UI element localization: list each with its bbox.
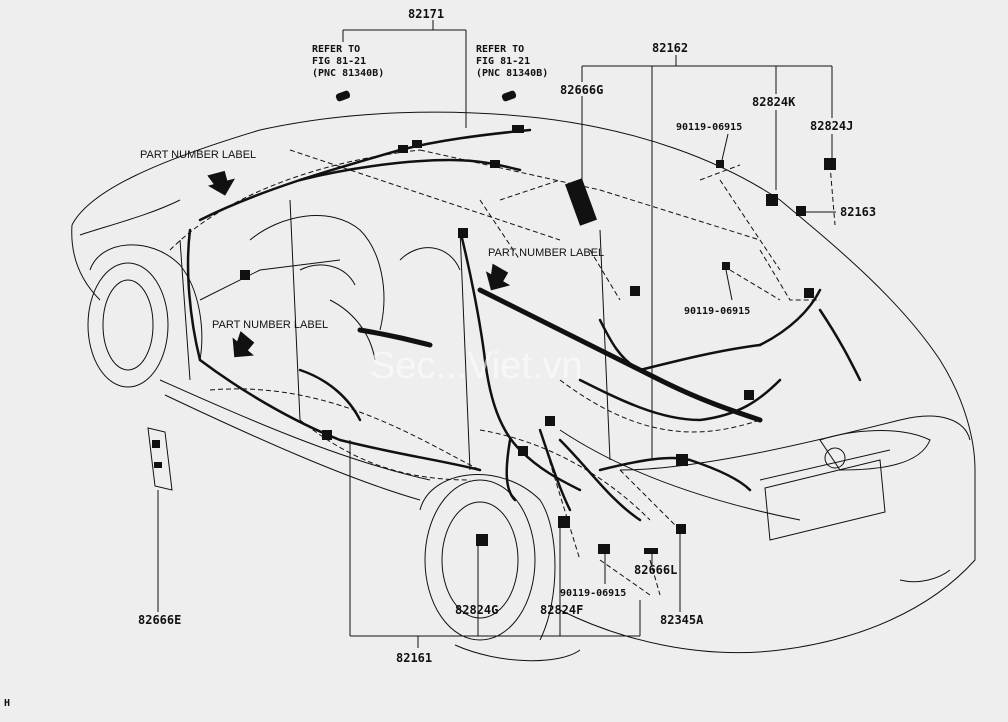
- label-90119-bottom: 90119-06915: [560, 588, 626, 599]
- dashed-outlines: [169, 149, 836, 596]
- corner-mark: H: [4, 698, 10, 709]
- label-82666L: 82666L: [634, 563, 677, 577]
- refer-right-line-2: FIG 81-21: [476, 56, 530, 67]
- leader-lines: [157, 20, 836, 648]
- label-arrows: [207, 170, 511, 358]
- part-labels: 82171 REFER TO FIG 81-21 (PNC 81340B) RE…: [4, 7, 876, 709]
- connectors: [147, 90, 836, 554]
- label-82171: 82171: [408, 7, 444, 21]
- label-82824F: 82824F: [540, 603, 583, 617]
- watermark: Sec...Viet.vn: [370, 345, 583, 387]
- refer-left-line-3: (PNC 81340B): [312, 68, 384, 79]
- refer-left-line-2: FIG 81-21: [312, 56, 366, 67]
- label-82824K: 82824K: [752, 95, 796, 109]
- label-82666G: 82666G: [560, 83, 603, 97]
- label-82163: 82163: [840, 205, 876, 219]
- label-82161: 82161: [396, 651, 432, 665]
- label-82824G: 82824G: [455, 603, 498, 617]
- part-number-label-2: PART NUMBER LABEL: [488, 247, 604, 259]
- label-82666E: 82666E: [138, 613, 181, 627]
- refer-right-line-1: REFER TO: [476, 44, 524, 55]
- label-82345A: 82345A: [660, 613, 704, 627]
- refer-left-line-1: REFER TO: [312, 44, 360, 55]
- part-number-label-3: PART NUMBER LABEL: [212, 319, 328, 331]
- label-90119-middle: 90119-06915: [684, 306, 750, 317]
- car-body-outline: [71, 111, 976, 662]
- refer-right-line-3: (PNC 81340B): [476, 68, 548, 79]
- label-82162: 82162: [652, 41, 688, 55]
- label-90119-top: 90119-06915: [676, 122, 742, 133]
- label-82824J: 82824J: [810, 119, 853, 133]
- part-number-label-1: PART NUMBER LABEL: [140, 149, 256, 161]
